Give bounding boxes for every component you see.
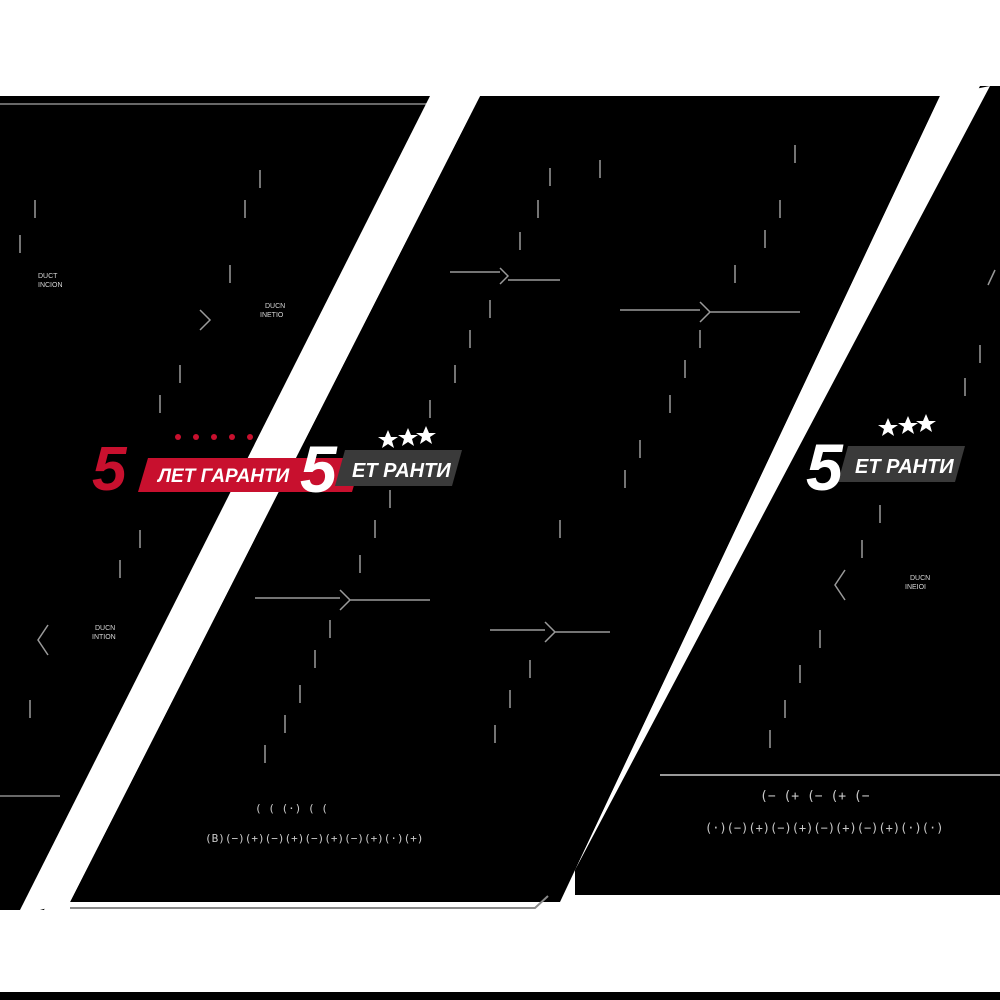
warranty-badge-red-bar [138, 458, 362, 492]
right-label-2: INEIOI [905, 584, 926, 591]
left-label-4: INETIO [260, 312, 284, 319]
warranty-badge-red: 5 ЛЕТ ГАРАНТИ [92, 434, 362, 504]
middle-cooktop-front-edge [70, 895, 549, 909]
warranty-badge-red-text: ЛЕТ ГАРАНТИ [156, 466, 290, 487]
gap-left [20, 96, 480, 910]
left-label-1: DUCT [38, 273, 58, 280]
middle-cooktop-glass [70, 96, 940, 902]
right-controls-row-1: (− (+ (− (+ (− [760, 789, 870, 804]
warranty-badge-red-stars [175, 434, 253, 440]
right-zone-markers [620, 145, 996, 748]
left-label-2: INCION [38, 282, 63, 289]
warranty-badge-dark-right-text: ЕТ РАНТИ [855, 456, 954, 478]
warranty-badge-dark-left-stars [378, 426, 436, 448]
bottom-strip [0, 992, 1000, 1000]
left-zone-markers [19, 170, 261, 718]
right-cooktop [575, 86, 1000, 895]
warranty-badge-dark-left: 5 ЕТ РАНТИ [300, 426, 462, 506]
left-label-6: INTION [92, 634, 116, 641]
warranty-badge-dark-right-bar [838, 446, 965, 482]
left-controls-row-1: ( ( (·) ( ( [255, 802, 328, 815]
warranty-badge-dark-right-stars [878, 414, 936, 436]
right-cooktop-glass [575, 86, 1000, 895]
left-label-5: DUCN [95, 625, 115, 632]
right-label-1: DUCN [910, 575, 930, 582]
bottom-band [0, 912, 1000, 992]
right-controls-row-2: (·)(−)(+)(−)(+)(−)(+)(−)(+)(·)(·) [705, 821, 943, 835]
warranty-badge-dark-right-digit: 5 [806, 430, 844, 504]
warranty-badge-dark-right: 5 ЕТ РАНТИ [806, 414, 965, 504]
middle-cooktop [70, 96, 940, 909]
left-label-3: DUCN [265, 303, 285, 310]
warranty-badge-red-digit: 5 [92, 435, 128, 504]
warranty-badge-dark-left-digit: 5 [300, 432, 338, 506]
warranty-badge-dark-left-text: ЕТ РАНТИ [352, 460, 451, 482]
warranty-badge-dark-left-bar [335, 450, 462, 486]
left-controls-row-2: (B)(−)(+)(−)(+)(−)(+)(−)(+)(·)(+) [205, 832, 424, 845]
middle-zone-markers [255, 160, 641, 763]
